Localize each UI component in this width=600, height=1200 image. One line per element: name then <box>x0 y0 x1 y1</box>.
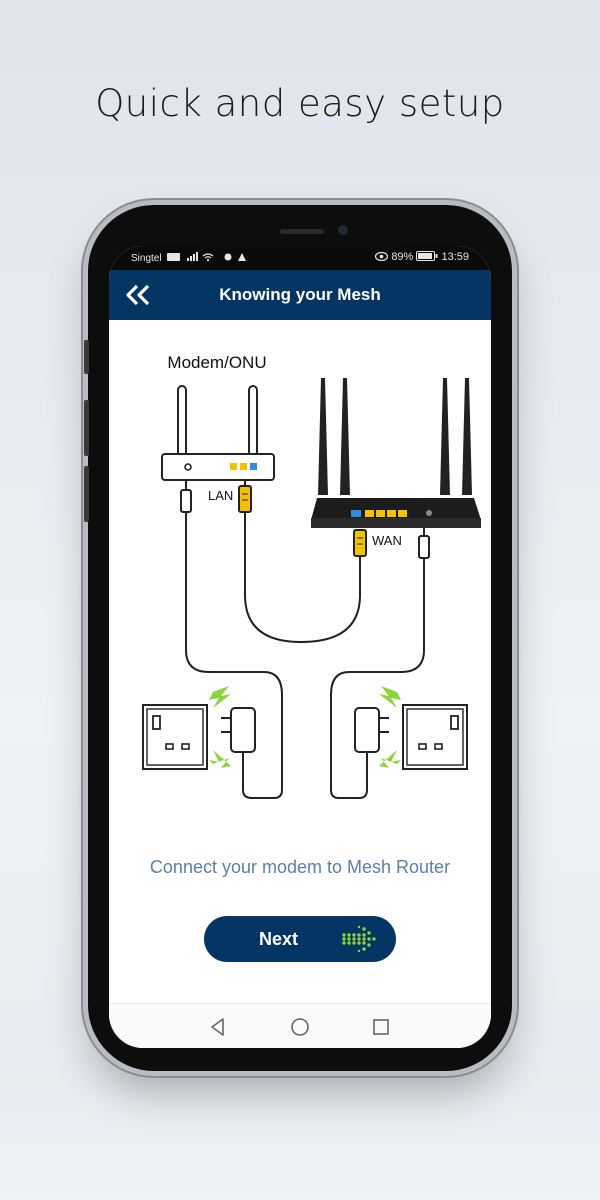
router-power-plug <box>418 528 430 559</box>
status-right: 89% 13:59 <box>375 251 469 263</box>
modem-power-plug <box>180 480 192 513</box>
router-antennas <box>318 378 472 495</box>
connection-diagram: Modem/ONU LAN WAN <box>142 353 481 799</box>
modem-antennas <box>177 385 258 457</box>
double-chevron-left-icon <box>126 284 150 306</box>
cables <box>185 512 425 799</box>
right-spark-icons <box>379 686 401 768</box>
signal-icon <box>167 252 214 262</box>
volume-button <box>84 400 89 456</box>
carrier-label: Singtel <box>131 253 162 264</box>
wan-ethernet-plug <box>353 529 367 566</box>
front-camera <box>338 225 348 235</box>
app-bar: Knowing your Mesh <box>109 270 491 320</box>
status-left: Singtel <box>131 252 250 264</box>
headline: Quick and easy setup <box>95 82 505 125</box>
alert-icon <box>224 253 247 261</box>
next-button-label: Next <box>259 929 299 949</box>
speaker <box>280 229 324 234</box>
clock: 13:59 <box>441 251 469 263</box>
status-bar: Singtel 89% <box>109 246 491 270</box>
modem-label: Modem/ONU <box>167 353 266 372</box>
next-button[interactable]: Next <box>204 916 396 962</box>
square-recents-icon[interactable] <box>368 1014 394 1040</box>
instruction-caption: Connect your modem to Mesh Router <box>149 857 451 877</box>
right-wall-socket <box>402 704 468 770</box>
left-spark-icons <box>209 686 231 768</box>
dotted-arrow-right-icon <box>342 925 376 953</box>
lan-label: LAN <box>208 488 233 503</box>
left-wall-socket <box>142 704 208 770</box>
eye-icon <box>375 251 389 262</box>
system-nav-bar <box>109 1003 491 1048</box>
wan-label: WAN <box>372 533 402 548</box>
floor-reflection <box>0 1080 600 1200</box>
app-title: Knowing your Mesh <box>219 285 381 304</box>
right-power-adapter <box>354 707 389 753</box>
circle-home-icon[interactable] <box>287 1014 313 1040</box>
battery-icon <box>416 251 438 261</box>
triangle-back-icon[interactable] <box>205 1014 231 1040</box>
left-power-adapter <box>221 707 256 753</box>
back-button[interactable] <box>121 278 155 312</box>
volume-button <box>84 340 89 374</box>
lan-ethernet-plug <box>238 480 252 513</box>
battery-percent: 89% <box>391 251 414 263</box>
phone-screen: Singtel 89% <box>109 246 491 1048</box>
volume-button <box>84 466 89 522</box>
modem-device <box>161 453 275 481</box>
notch <box>198 205 402 249</box>
mesh-router-device <box>311 498 481 528</box>
